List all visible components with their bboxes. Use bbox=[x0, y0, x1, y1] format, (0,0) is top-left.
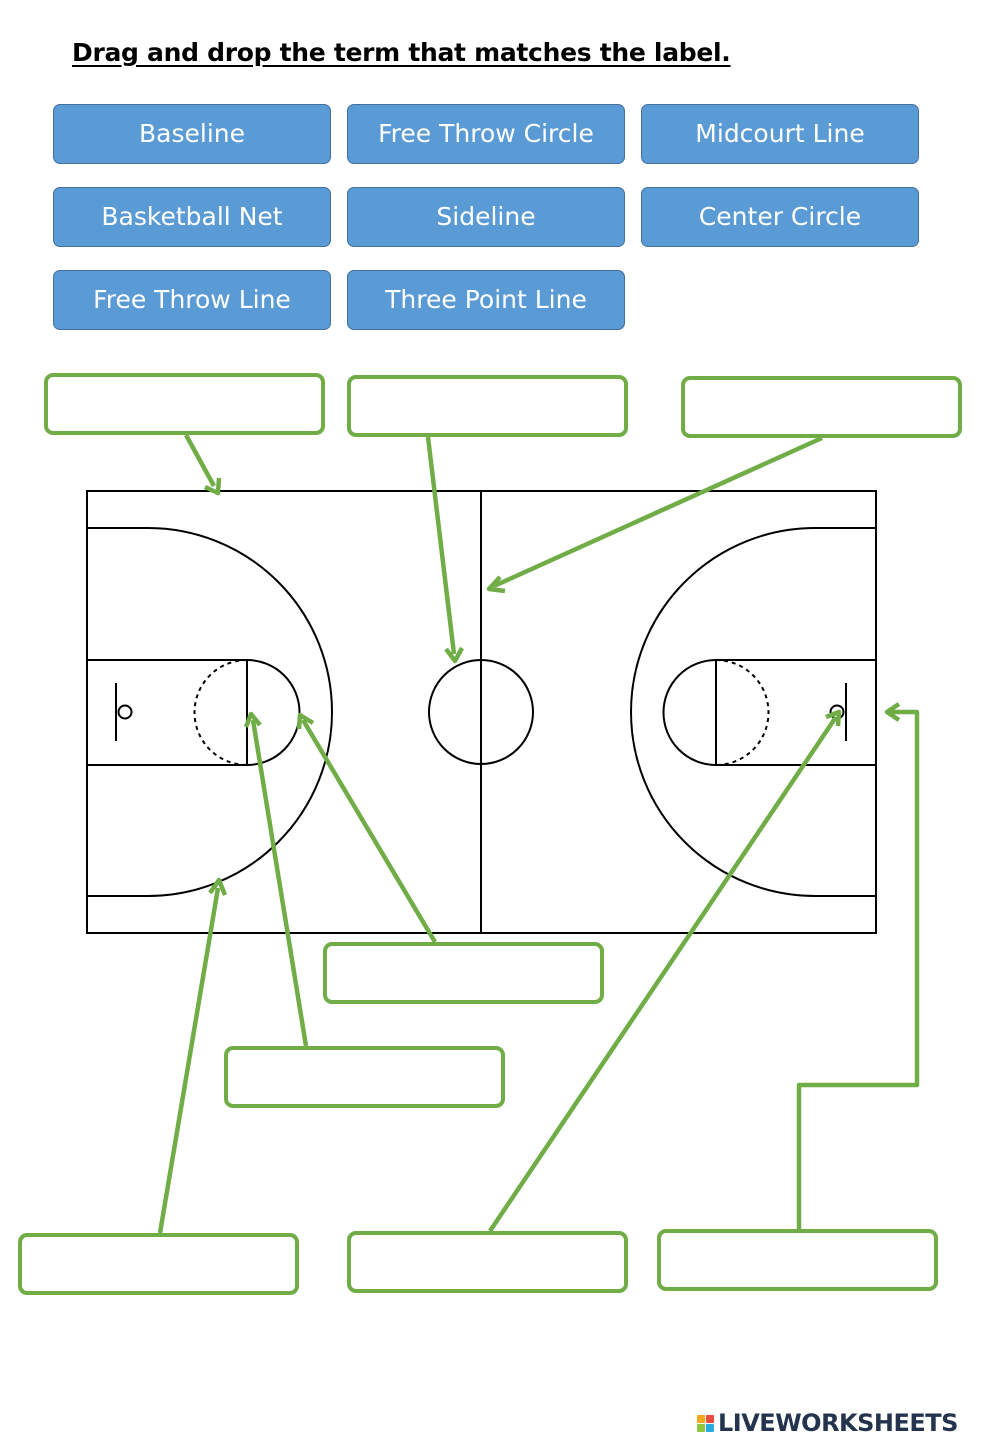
term-sideline[interactable]: Sideline bbox=[347, 187, 625, 247]
right-free-throw-circle bbox=[662, 659, 717, 766]
basketball-court bbox=[86, 490, 877, 934]
left-key bbox=[87, 659, 248, 766]
right-key bbox=[715, 659, 876, 766]
drop-target-3[interactable] bbox=[681, 376, 962, 438]
drop-target-4[interactable] bbox=[323, 942, 604, 1004]
term-baseline[interactable]: Baseline bbox=[53, 104, 331, 164]
liveworksheets-logo: LIVEWORKSHEETS bbox=[697, 1408, 958, 1438]
drop-target-6[interactable] bbox=[18, 1233, 299, 1295]
arrow-to-basketball-net bbox=[488, 709, 842, 1233]
liveworksheets-brand-text: LIVEWORKSHEETS bbox=[718, 1409, 958, 1437]
arrow-to-midcourt-line bbox=[486, 435, 823, 594]
arrow-to-three-point-line-top bbox=[296, 712, 437, 944]
left-basket bbox=[117, 704, 133, 720]
pointer-arrows bbox=[157, 433, 920, 1234]
arrow-to-center-circle bbox=[425, 436, 464, 664]
drop-target-5[interactable] bbox=[224, 1046, 505, 1108]
drop-target-7[interactable] bbox=[347, 1231, 628, 1293]
right-free-throw-circle-dashed bbox=[715, 659, 770, 766]
liveworksheets-logo-icon bbox=[697, 1414, 714, 1432]
term-basketball-net[interactable]: Basketball Net bbox=[53, 187, 331, 247]
left-three-point-line bbox=[87, 527, 333, 897]
term-center-circle[interactable]: Center Circle bbox=[641, 187, 919, 247]
term-free-throw-line[interactable]: Free Throw Line bbox=[53, 270, 331, 330]
term-midcourt-line[interactable]: Midcourt Line bbox=[641, 104, 919, 164]
term-three-point-line[interactable]: Three Point Line bbox=[347, 270, 625, 330]
drop-target-8[interactable] bbox=[657, 1229, 938, 1291]
arrow-to-sideline bbox=[184, 433, 222, 496]
instruction-heading: Drag and drop the term that matches the … bbox=[72, 38, 731, 67]
right-three-point-line bbox=[630, 527, 876, 897]
term-free-throw-circle[interactable]: Free Throw Circle bbox=[347, 104, 625, 164]
drop-target-2[interactable] bbox=[347, 375, 628, 437]
center-circle bbox=[428, 659, 534, 765]
arrow-to-baseline bbox=[796, 702, 920, 1229]
left-free-throw-circle-dashed bbox=[193, 659, 248, 766]
drop-target-1[interactable] bbox=[44, 373, 325, 435]
left-free-throw-circle bbox=[246, 659, 301, 766]
arrow-to-free-throw-line bbox=[243, 711, 309, 1047]
arrow-to-three-point-line-bottom bbox=[157, 877, 228, 1234]
